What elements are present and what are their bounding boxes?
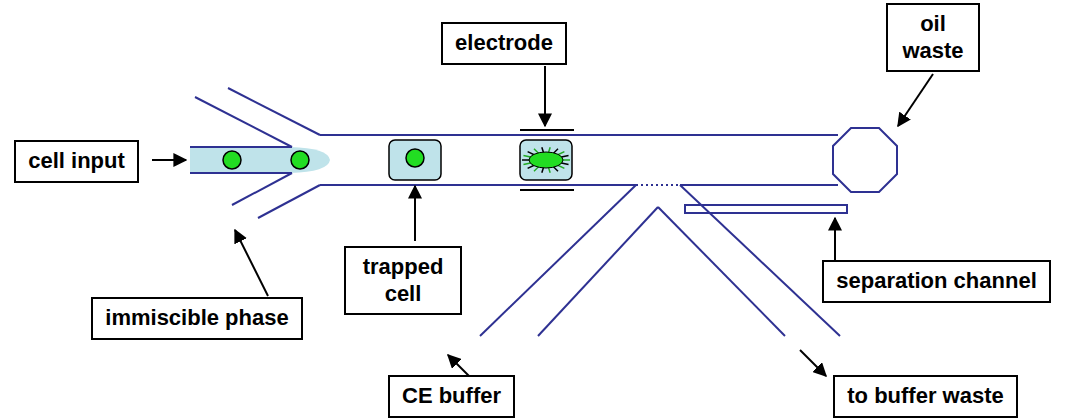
callout-label: trapped cell bbox=[358, 254, 448, 307]
callout-box: electrode bbox=[441, 22, 567, 65]
callout-label: cell input bbox=[28, 148, 125, 174]
callout-label: CE buffer bbox=[402, 383, 501, 409]
callout-label: immiscible phase bbox=[105, 305, 288, 331]
callout-label: electrode bbox=[455, 30, 553, 56]
callout-box: to buffer waste bbox=[833, 375, 1018, 418]
callout-box: cell input bbox=[14, 140, 139, 183]
callout-box: separation channel bbox=[822, 260, 1051, 303]
callout-label: oil waste bbox=[900, 11, 966, 64]
callout-box: oil waste bbox=[886, 3, 980, 72]
callout-box: trapped cell bbox=[344, 246, 462, 315]
callout-label: separation channel bbox=[836, 268, 1037, 294]
callout-box: CE buffer bbox=[388, 375, 515, 418]
cells bbox=[223, 130, 574, 190]
callout-label: to buffer waste bbox=[847, 383, 1003, 409]
callout-box: immiscible phase bbox=[91, 297, 303, 340]
